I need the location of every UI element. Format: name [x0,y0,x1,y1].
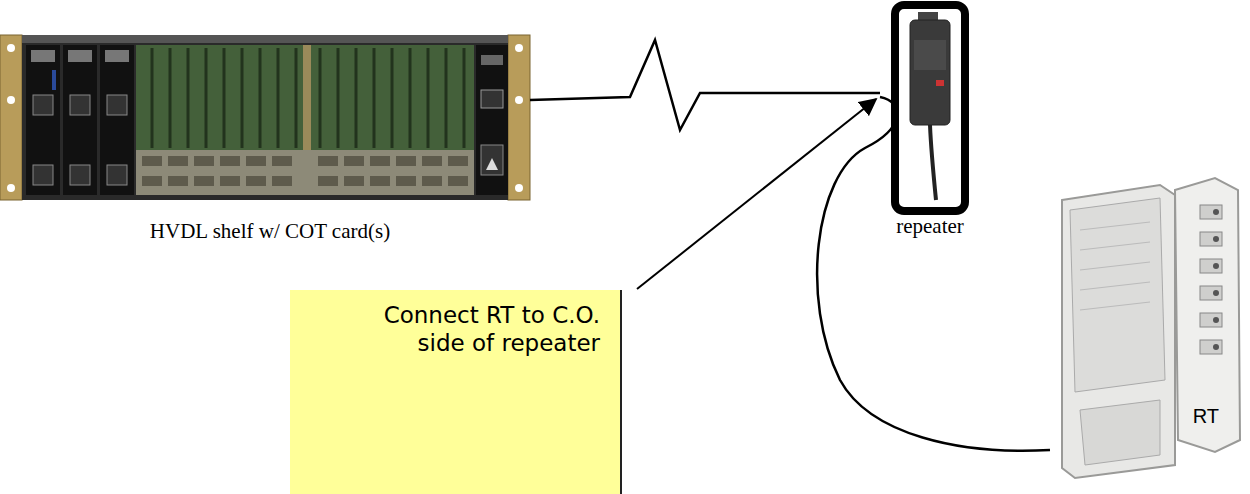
shelf-node: HVDL shelf w/ COT card(s) [10,35,530,250]
rt-label: RT [1191,405,1221,428]
cable-line [817,97,1050,451]
note-box: Connect RT to C.O. side of repeater [290,290,622,494]
rt-node: RT [1050,175,1245,480]
leader-arrow [637,99,876,289]
repeater-caption: repeater [870,214,990,239]
rt-cabinet-picture [1062,178,1240,478]
repeater-node: repeater [880,5,980,245]
repeater-picture [895,5,965,211]
shelf-picture [0,35,530,200]
cable-line [530,40,880,130]
note-text: Connect RT to C.O. side of repeater [330,302,600,357]
shelf-caption: HVDL shelf w/ COT card(s) [10,219,530,244]
